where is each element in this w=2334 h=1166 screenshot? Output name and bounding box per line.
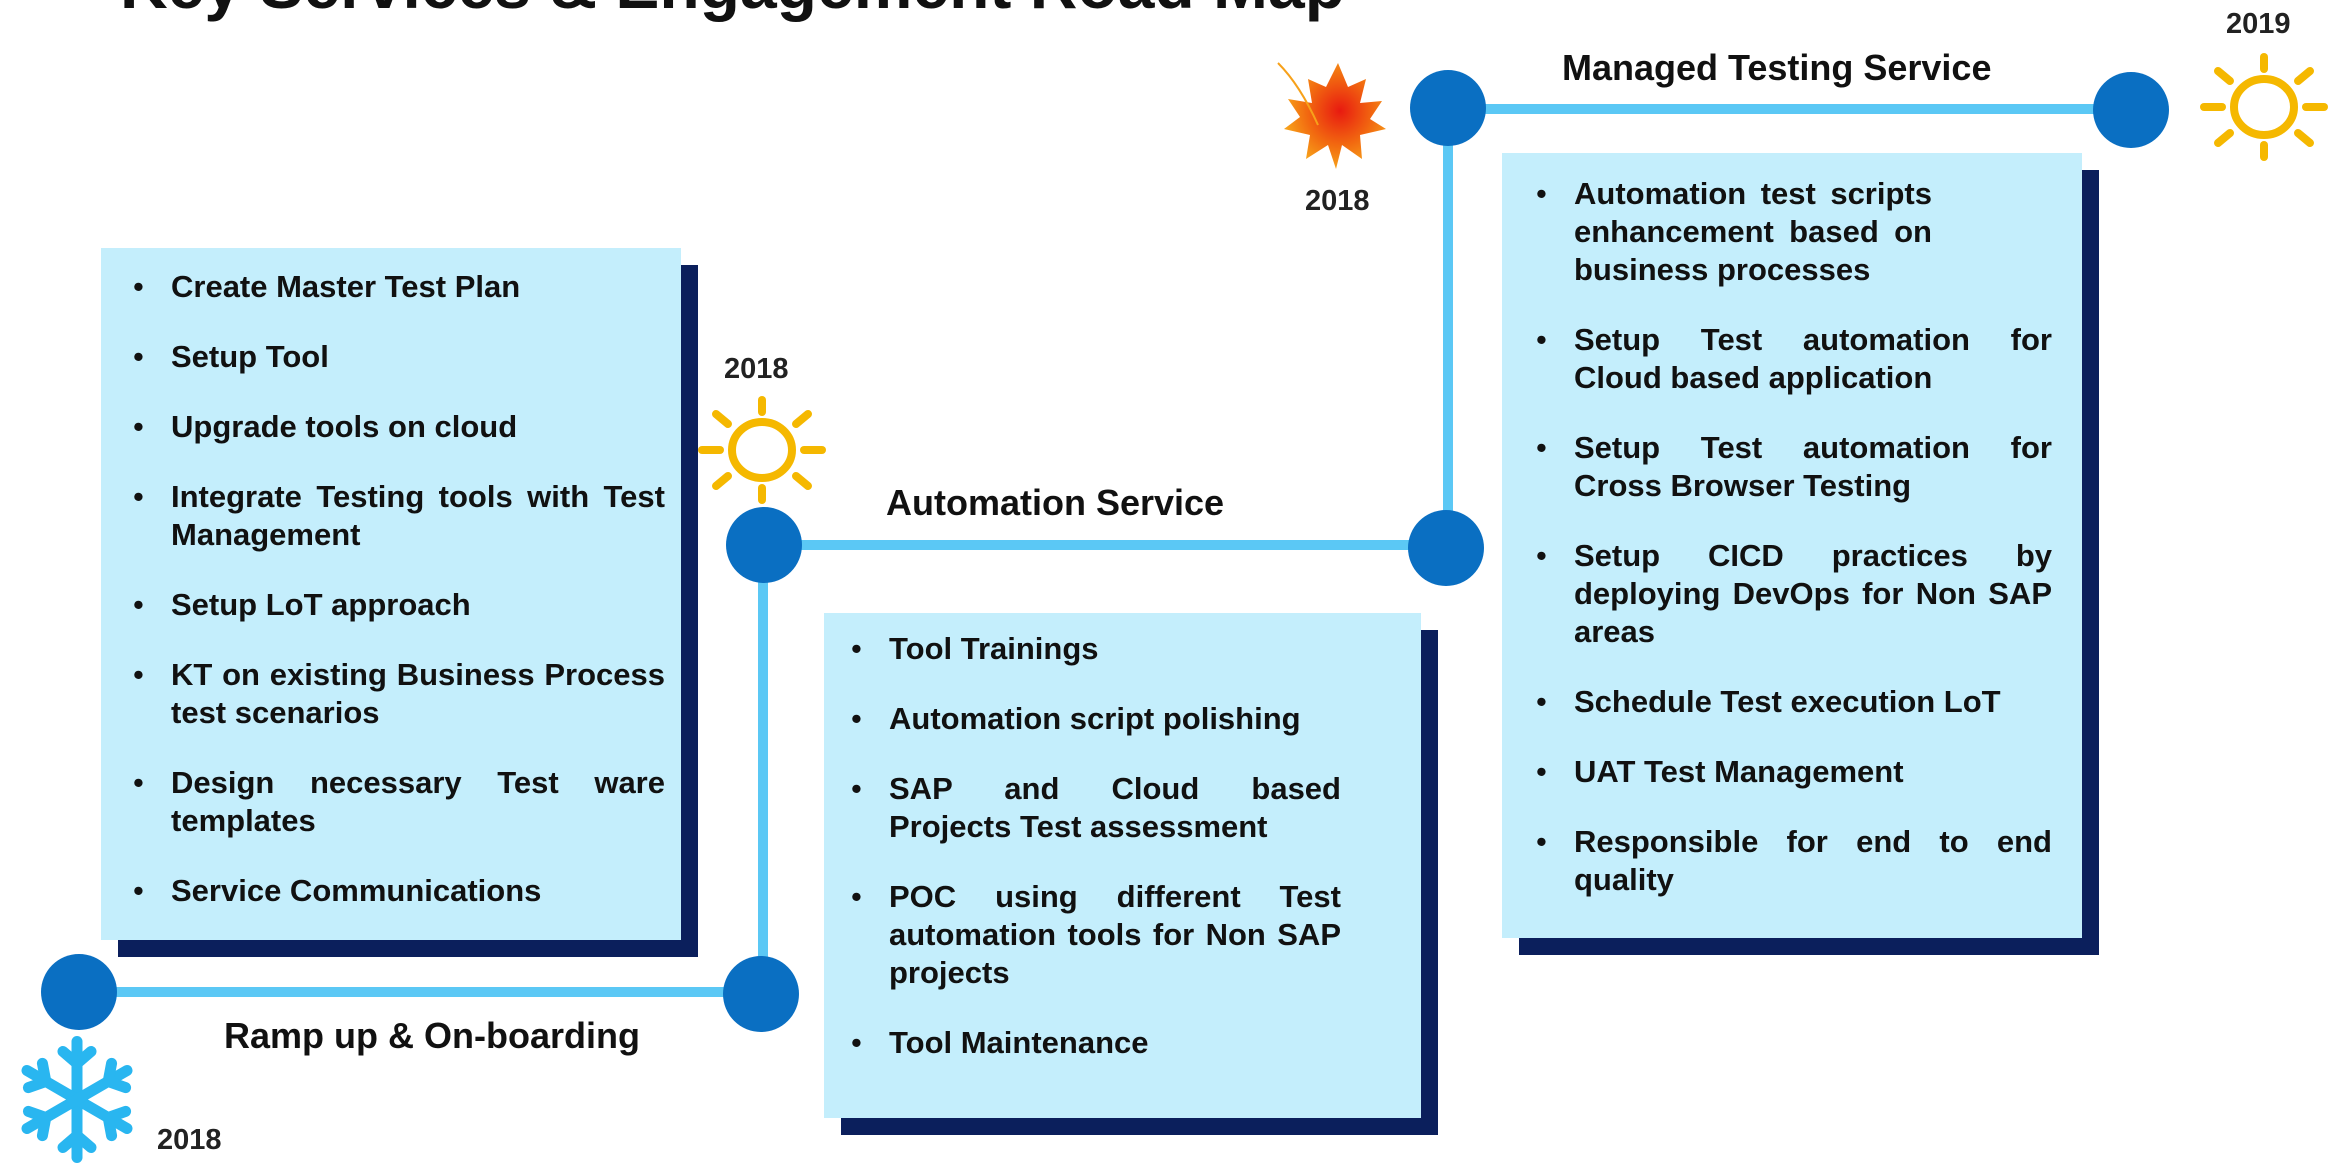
timeline-node [2093,72,2169,148]
list-item: Responsible for end to end quality [1536,823,2052,899]
list-item: Upgrade tools on cloud [133,408,665,446]
list-item: Design necessary Test ware templates [133,764,665,840]
list-item: POC using different Test automation tool… [851,878,1341,992]
list-item: UAT Test Management [1536,753,2052,791]
year-label: 2018 [724,353,789,385]
list-item: Tool Maintenance [851,1024,1341,1062]
list-item: Setup Test automation for Cross Browser … [1536,429,2052,505]
timeline-node [723,956,799,1032]
phase-label-managed: Managed Testing Service [1562,47,1992,88]
timeline-node [41,954,117,1030]
list-item: SAP and Cloud based Projects Test assess… [851,770,1341,846]
timeline-node [1408,510,1484,586]
connector-line [765,540,1445,550]
list-item: Setup Tool [133,338,665,376]
list-item: KT on existing Business Process test sce… [133,656,665,732]
timeline-node [726,507,802,583]
rampup-box: Create Master Test Plan Setup Tool Upgra… [101,248,681,940]
rampup-list: Create Master Test Plan Setup Tool Upgra… [133,268,665,910]
automation-list: Tool Trainings Automation script polishi… [851,630,1341,1062]
connector-line [1450,104,2135,114]
timeline-node [1410,70,1486,146]
sun-icon [2200,53,2328,161]
list-item: Create Master Test Plan [133,268,665,306]
snowflake-icon [21,1036,133,1163]
managed-box: Automation test scripts enhancement base… [1502,153,2082,938]
list-item: Setup CICD practices by deploying DevOps… [1536,537,2052,651]
year-label: 2018 [1305,185,1370,217]
connector-line [75,987,765,997]
year-label: 2018 [157,1124,222,1156]
list-item: Automation test scripts enhancement base… [1536,175,2052,289]
list-item: Setup LoT approach [133,586,665,624]
maple-leaf-icon [1277,62,1386,169]
managed-list: Automation test scripts enhancement base… [1536,175,2052,899]
list-item: Tool Trainings [851,630,1341,668]
phase-label-automation: Automation Service [886,482,1225,523]
year-label: 2019 [2226,8,2291,40]
phase-label-rampup: Ramp up & On-boarding [224,1015,640,1056]
automation-box: Tool Trainings Automation script polishi… [824,613,1421,1118]
connector-line [1443,105,1453,547]
list-item: Service Communications [133,872,665,910]
connector-line [758,545,768,995]
list-item: Schedule Test execution LoT [1536,683,2052,721]
sun-icon [698,396,826,504]
page-title: Key Services & Engagement Road Map [120,0,1345,18]
list-item: Integrate Testing tools with Test Manage… [133,478,665,554]
list-item: Automation script polishing [851,700,1341,738]
list-item: Setup Test automation for Cloud based ap… [1536,321,2052,397]
